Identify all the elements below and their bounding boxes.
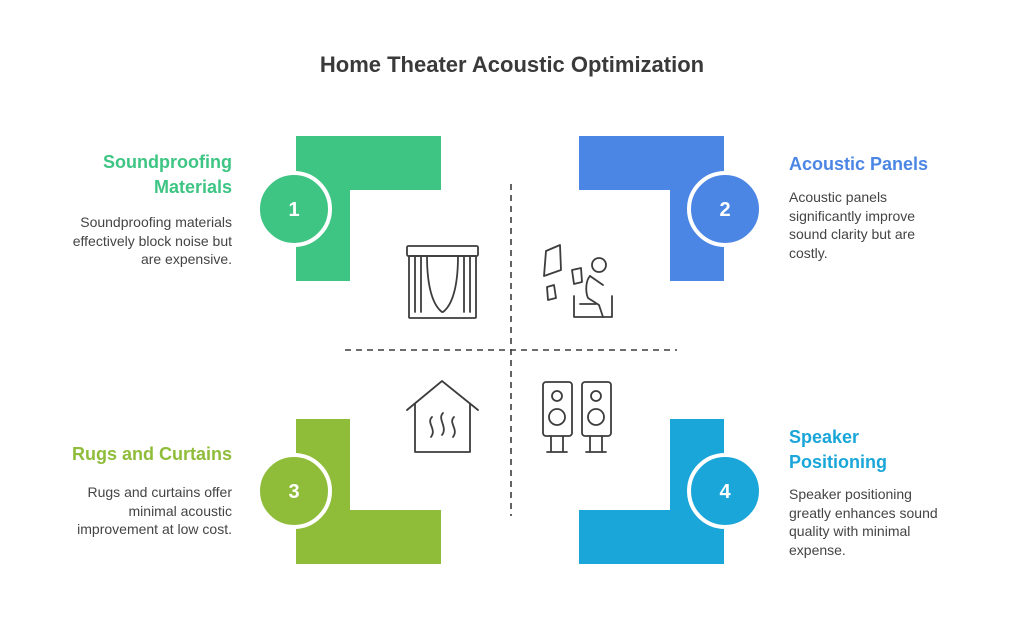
quadrant-4-shape	[579, 419, 724, 564]
quadrant-2-description: Acoustic panels significantly improve so…	[789, 188, 989, 262]
quadrant-4-desc-line-2: greatly enhances sound	[789, 504, 938, 521]
quadrant-1-desc-line-2: effectively block noise but	[72, 232, 232, 249]
quadrant-3-description: Rugs and curtains offer minimal acoustic…	[30, 483, 232, 539]
quadrant-3-desc-line-3: improvement at low cost.	[77, 521, 232, 537]
quadrant-4-desc-line-4: expense.	[789, 541, 846, 558]
quadrant-1-heading: Soundproofing Materials	[40, 150, 232, 200]
quadrant-3-badge	[256, 453, 332, 529]
curtained-window-icon	[406, 245, 479, 319]
quadrant-4-badge	[687, 453, 763, 529]
quadrant-1-number: 1	[288, 199, 299, 221]
quadrant-4-description: Speaker positioning greatly enhances sou…	[789, 485, 989, 559]
quadrant-3-heading-line-1: Rugs and Curtains	[71, 444, 232, 464]
quadrant-4-heading-line-1: Speaker	[789, 427, 860, 447]
quadrant-1-desc-line-3: are expensive.	[140, 251, 232, 267]
quadrant-2-desc-line-3: sound clarity but are	[789, 226, 916, 242]
quadrant-1-shape	[296, 136, 441, 281]
quadrant-4-number: 4	[719, 481, 731, 503]
quadrant-3-desc-line-2: minimal acoustic	[128, 502, 232, 519]
quadrant-2-badge	[687, 171, 763, 247]
quadrant-2-desc-line-4: costly.	[789, 244, 828, 261]
quadrant-2-heading-line-1: Acoustic Panels	[789, 154, 929, 174]
quadrant-2-desc-line-2: significantly improve	[789, 207, 916, 224]
quadrant-1-heading-line-2: Materials	[153, 177, 232, 197]
quadrant-3-heading: Rugs and Curtains	[30, 442, 232, 467]
heated-house-icon	[406, 380, 479, 453]
quadrant-3-desc-line-1: Rugs and curtains offer	[87, 484, 233, 500]
quadrant-3-shape	[296, 419, 441, 564]
quadrant-2-number: 2	[719, 199, 730, 221]
quadrant-4-heading-line-2: Positioning	[789, 452, 887, 472]
page-title: Home Theater Acoustic Optimization	[319, 52, 705, 77]
quadrant-4-desc-line-3: quality with minimal	[789, 523, 911, 539]
quadrant-4-desc-line-1: Speaker positioning	[789, 486, 912, 502]
quadrant-2-heading: Acoustic Panels	[789, 152, 989, 177]
quadrant-1-description: Soundproofing materials effectively bloc…	[30, 213, 232, 269]
quadrant-1-desc-line-1: Soundproofing materials	[80, 214, 232, 230]
quadrant-2-desc-line-1: Acoustic panels	[789, 189, 888, 205]
quadrant-1-badge	[256, 171, 332, 247]
quadrant-2-shape	[579, 136, 724, 281]
quadrant-3-number: 3	[288, 481, 299, 503]
speakers-icon	[542, 381, 612, 453]
quadrant-4-heading: Speaker Positioning	[789, 425, 989, 475]
person-with-panels-icon	[543, 244, 613, 318]
quadrant-1-heading-line-1: Soundproofing	[103, 152, 232, 172]
